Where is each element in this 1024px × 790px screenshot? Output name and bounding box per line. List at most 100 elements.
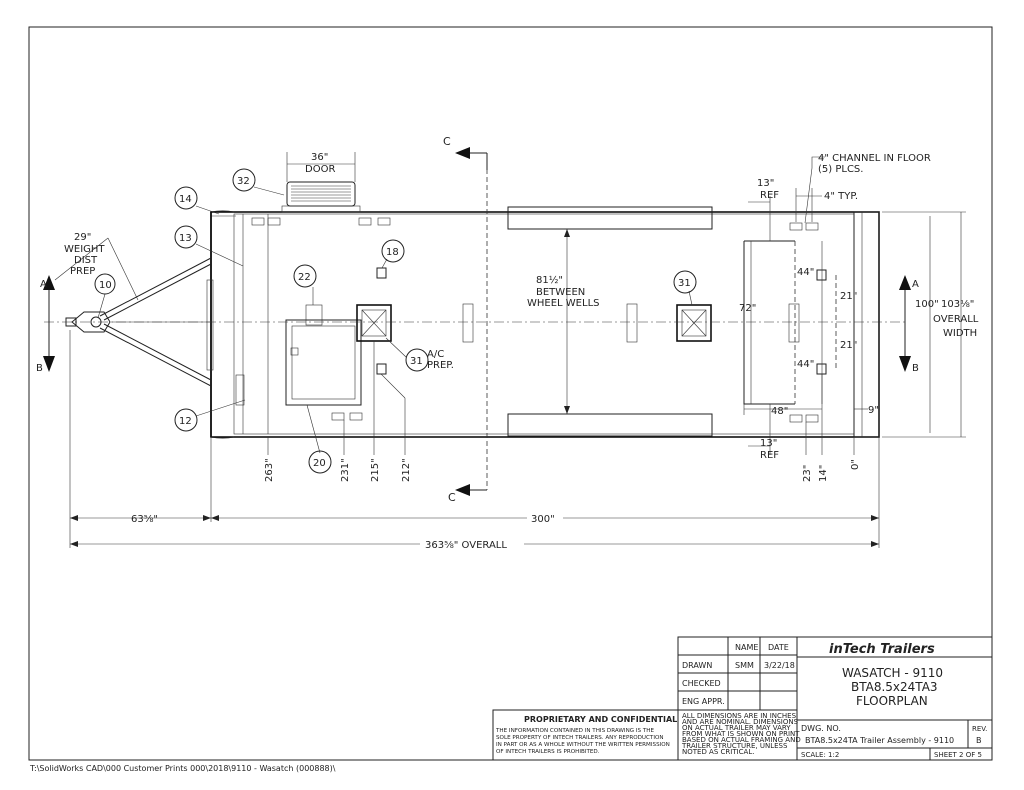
svg-text:SMM: SMM <box>735 661 754 670</box>
svg-text:ENG APPR.: ENG APPR. <box>682 697 725 706</box>
svg-text:31: 31 <box>678 278 691 289</box>
length-dimensions: 63⅝" 300" 363⅝" OVERALL <box>69 330 880 551</box>
dim-72: 72" <box>739 241 756 404</box>
file-path: T:\SolidWorks CAD\000 Customer Prints 00… <box>29 764 336 773</box>
svg-text:263": 263" <box>264 458 275 482</box>
svg-text:13": 13" <box>760 438 777 449</box>
svg-text:363⅝" OVERALL: 363⅝" OVERALL <box>425 540 507 551</box>
section-b-right-label: B <box>912 363 919 374</box>
section-c-top-label: C <box>443 135 451 148</box>
svg-text:44": 44" <box>797 359 814 370</box>
section-c-bottom-label: C <box>448 491 456 504</box>
door-dimension: 36" DOOR <box>286 152 356 182</box>
svg-text:DATE: DATE <box>768 643 789 652</box>
svg-text:212": 212" <box>401 458 412 482</box>
dims-44-21: 44" 44" 21" 21" <box>797 241 857 404</box>
svg-text:20: 20 <box>313 458 326 469</box>
svg-text:23": 23" <box>802 465 813 482</box>
svg-text:63⅝": 63⅝" <box>131 514 158 525</box>
svg-text:REF: REF <box>760 450 779 461</box>
svg-text:WHEEL WELLS: WHEEL WELLS <box>527 298 600 309</box>
ref-dimension-top: 13" REF <box>748 178 779 241</box>
section-a-right-label: A <box>912 279 919 290</box>
svg-text:BTA8.5x24TA Trailer Assembly -: BTA8.5x24TA Trailer Assembly - 9110 <box>805 736 954 745</box>
svg-text:AND ARE NOMINAL. DIMENSIONS: AND ARE NOMINAL. DIMENSIONS <box>682 718 799 726</box>
svg-text:18: 18 <box>386 247 399 258</box>
svg-text:NAME: NAME <box>735 643 758 652</box>
svg-text:DWG. NO.: DWG. NO. <box>801 724 841 733</box>
svg-text:BETWEEN: BETWEEN <box>536 287 585 298</box>
svg-text:9": 9" <box>868 405 879 416</box>
svg-text:IN PART OR AS A WHOLE WITHOUT: IN PART OR AS A WHOLE WITHOUT THE WRITTE… <box>496 742 670 748</box>
svg-text:SHEET 2 OF 5: SHEET 2 OF 5 <box>934 751 982 759</box>
svg-text:13": 13" <box>757 178 774 189</box>
svg-text:WIDTH: WIDTH <box>943 328 977 339</box>
svg-text:ON ACTUAL TRAILER MAY VARY: ON ACTUAL TRAILER MAY VARY <box>682 724 791 732</box>
svg-text:DIST: DIST <box>74 255 98 266</box>
drawing-title-1: WASATCH - 9110 <box>842 666 943 680</box>
svg-text:0": 0" <box>850 459 861 470</box>
svg-text:13: 13 <box>179 233 192 244</box>
svg-text:PREP: PREP <box>70 266 95 277</box>
station-dimensions: 263" 231" 215" 212" 23" 14" 0" <box>264 341 861 482</box>
section-ab-right: A B <box>899 275 919 374</box>
svg-text:B: B <box>976 736 982 745</box>
svg-text:4" CHANNEL IN FLOOR: 4" CHANNEL IN FLOOR <box>818 153 931 164</box>
width-dimensions: 100" 103⅛" OVERALL WIDTH <box>882 211 979 438</box>
ac-prep-label-1: A/C <box>427 349 444 360</box>
svg-text:29": 29" <box>74 232 91 243</box>
section-a-left-label: A <box>40 279 47 290</box>
svg-text:DOOR: DOOR <box>305 164 335 175</box>
wheel-wells-dimension: 81½" BETWEEN WHEEL WELLS <box>527 229 600 414</box>
svg-text:21": 21" <box>840 340 857 351</box>
section-ab-left: A B <box>36 275 55 374</box>
svg-text:4" TYP.: 4" TYP. <box>824 191 858 202</box>
svg-text:SOLE PROPERTY OF INTECH TRAILE: SOLE PROPERTY OF INTECH TRAILERS. ANY RE… <box>496 735 664 741</box>
svg-text:32: 32 <box>237 176 250 187</box>
svg-text:44": 44" <box>797 267 814 278</box>
dim-9: 9" <box>854 405 879 416</box>
dim-48: 48" <box>743 404 822 417</box>
drawing-title-3: FLOORPLAN <box>856 694 928 708</box>
svg-text:ALL DIMENSIONS ARE IN INCHES: ALL DIMENSIONS ARE IN INCHES <box>682 712 797 720</box>
svg-text:300": 300" <box>531 514 555 525</box>
svg-text:14": 14" <box>818 465 829 482</box>
svg-text:FROM WHAT IS SHOWN ON PRINT: FROM WHAT IS SHOWN ON PRINT <box>682 730 800 738</box>
section-c: C C <box>443 135 488 504</box>
svg-text:215": 215" <box>370 458 381 482</box>
svg-text:231": 231" <box>340 458 351 482</box>
svg-text:22: 22 <box>298 272 311 283</box>
drawing-title-2: BTA8.5x24TA3 <box>851 680 938 694</box>
svg-text:3/22/18: 3/22/18 <box>764 661 795 670</box>
svg-text:(5) PLCS.: (5) PLCS. <box>818 164 863 175</box>
balloons: 32 14 13 10 22 18 31 31 12 20 <box>94 168 697 474</box>
svg-text:NOTED AS CRITICAL.: NOTED AS CRITICAL. <box>682 748 754 756</box>
ac-prep-rear <box>676 304 712 342</box>
trailer-outline <box>210 211 880 438</box>
svg-text:12: 12 <box>179 416 192 427</box>
svg-text:OF INTECH TRAILERS IS PROHIBI: OF INTECH TRAILERS IS PROHIBITED. <box>496 749 600 755</box>
weight-dist-dimension: 29" WEIGHT DIST PREP <box>54 232 139 301</box>
svg-text:THE INFORMATION CONTAINED IN T: THE INFORMATION CONTAINED IN THIS DRAWIN… <box>495 728 654 734</box>
side-door <box>286 181 356 207</box>
svg-text:REF: REF <box>760 190 779 201</box>
svg-text:TRAILER STRUCTURE, UNLESS: TRAILER STRUCTURE, UNLESS <box>681 742 788 750</box>
svg-text:48": 48" <box>771 406 788 417</box>
channel-callout: 4" CHANNEL IN FLOOR (5) PLCS. 4" TYP. <box>795 153 931 224</box>
proprietary-block: PROPRIETARY AND CONFIDENTIAL THE INFORMA… <box>492 709 679 761</box>
trailer-tongue <box>65 257 212 387</box>
svg-text:10: 10 <box>99 280 112 291</box>
svg-text:SCALE: 1:2: SCALE: 1:2 <box>801 751 839 759</box>
svg-text:14: 14 <box>179 194 192 205</box>
svg-text:103⅛": 103⅛" <box>941 299 974 310</box>
svg-text:REV.: REV. <box>972 725 987 733</box>
svg-text:PROPRIETARY AND CONFIDENTIAL: PROPRIETARY AND CONFIDENTIAL <box>524 715 677 724</box>
company-name: inTech Trailers <box>829 642 935 657</box>
wheel-well-top <box>507 206 713 230</box>
wheel-well-bottom <box>507 413 713 437</box>
svg-text:OVERALL: OVERALL <box>933 314 979 325</box>
svg-text:31: 31 <box>410 356 423 367</box>
interior-box <box>285 319 362 406</box>
